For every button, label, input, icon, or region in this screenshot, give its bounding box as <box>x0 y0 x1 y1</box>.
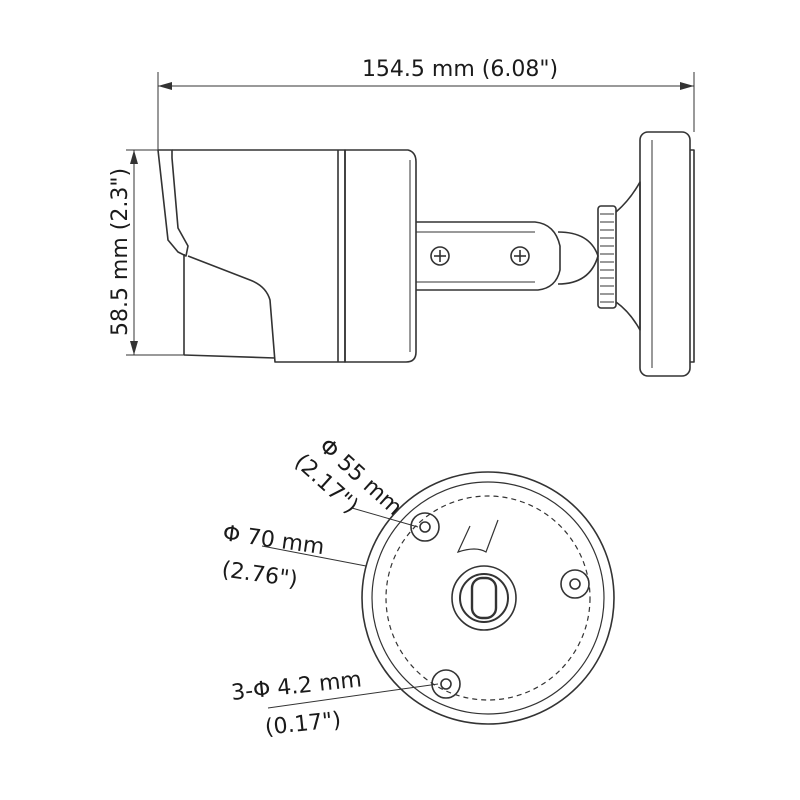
hole-inch: (0.17") <box>264 708 342 741</box>
base-hole-circle <box>385 495 591 701</box>
base-outer-circle <box>361 471 615 725</box>
cable-channel <box>456 519 499 554</box>
hole-annotation: 3-Φ 4.2 mm (0.17") <box>230 667 363 741</box>
outer-diameter-annotation: Φ 70 mm (2.76") <box>220 521 326 593</box>
height-dimension-line <box>126 149 190 356</box>
center-cable-hole <box>451 565 517 631</box>
height-label: 58.5 mm (2.3") <box>108 168 133 336</box>
inner-diameter-annotation: Φ 55 mm (2.17") <box>289 434 406 521</box>
mounting-hole-top <box>410 512 440 542</box>
outer-diameter-label: Φ 70 mm <box>221 521 326 560</box>
outer-diameter-inch: (2.76") <box>220 557 299 592</box>
outer-diameter-leader <box>261 545 367 567</box>
hole-label: 3-Φ 4.2 mm <box>230 667 363 706</box>
base-view <box>261 471 615 725</box>
width-label: 154.5 mm (6.08") <box>362 57 558 82</box>
mount-bracket-arm <box>416 221 599 291</box>
inner-diameter-leader <box>351 507 419 528</box>
camera-rear-housing <box>337 149 417 363</box>
threaded-collar <box>597 181 641 331</box>
mounting-hole-right <box>560 569 590 599</box>
hole-leader <box>267 683 439 709</box>
camera-sunshield <box>157 149 346 363</box>
wall-base-plate <box>639 131 695 377</box>
side-view <box>126 72 695 377</box>
width-dimension-line <box>157 72 695 150</box>
mounting-hole-bottom <box>431 669 461 699</box>
base-inner-rim <box>371 481 605 715</box>
bracket-screw-right <box>510 246 530 266</box>
bracket-screw-left <box>430 246 450 266</box>
